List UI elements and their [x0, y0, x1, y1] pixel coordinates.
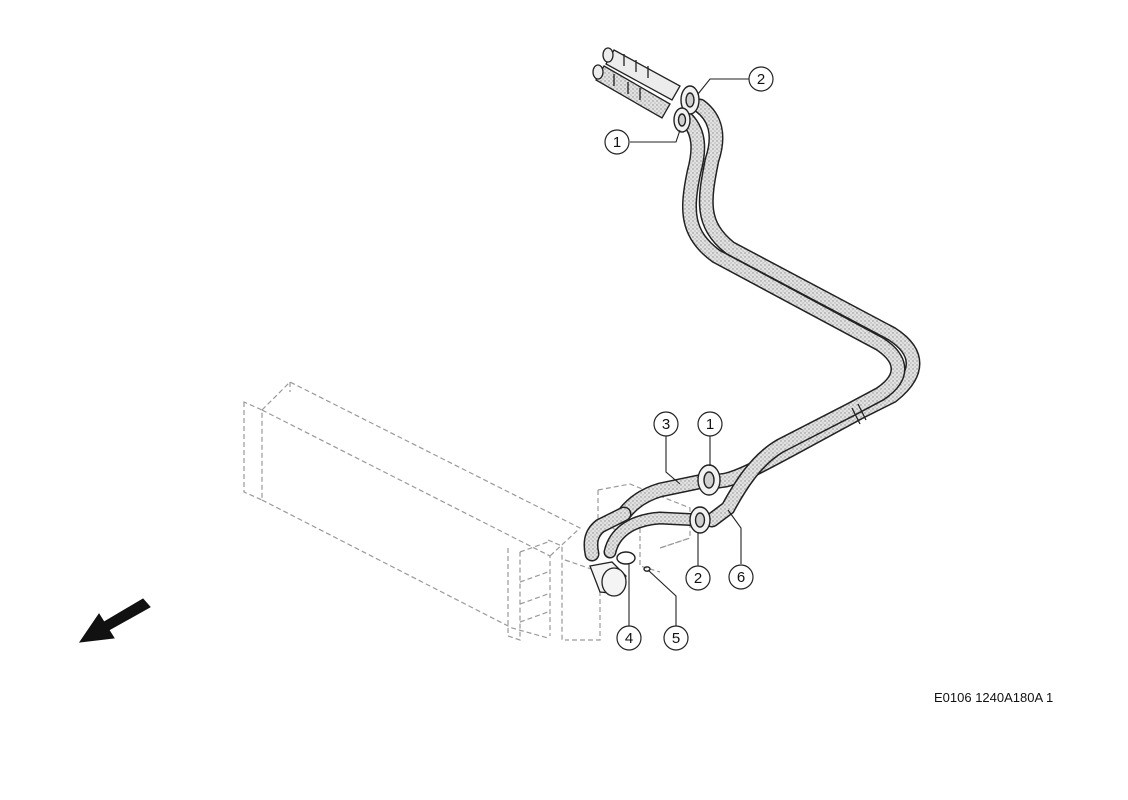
- grommet-icon: [673, 85, 721, 534]
- callout-c2-top: 2: [748, 66, 774, 92]
- callout-c1-low: 1: [697, 411, 723, 437]
- leader-lines: [628, 78, 749, 626]
- oil-cooler-icon: [243, 381, 691, 641]
- callout-label: 4: [625, 630, 633, 647]
- callout-c4: 4: [616, 625, 642, 651]
- callout-label: 2: [757, 71, 765, 88]
- callout-label: 5: [672, 630, 680, 647]
- callout-c5: 5: [663, 625, 689, 651]
- callout-label: 1: [706, 416, 714, 433]
- callout-c1-top: 1: [604, 129, 630, 155]
- flange-icon: [589, 561, 627, 597]
- drawing-reference-code: E0106 1240A180A 1: [934, 690, 1054, 705]
- callout-c3: 3: [653, 411, 679, 437]
- callout-c6: 6: [728, 564, 754, 590]
- callout-c2-low: 2: [685, 565, 711, 591]
- callout-label: 1: [613, 134, 621, 151]
- connector-fitting-icon: [592, 47, 681, 119]
- arrow-direction-icon: [78, 598, 151, 643]
- callout-label: 3: [662, 416, 670, 433]
- callout-label: 2: [694, 570, 702, 587]
- oil-hose-icon: [583, 98, 921, 562]
- callout-label: 6: [737, 569, 745, 586]
- o-ring-icon: [616, 551, 651, 572]
